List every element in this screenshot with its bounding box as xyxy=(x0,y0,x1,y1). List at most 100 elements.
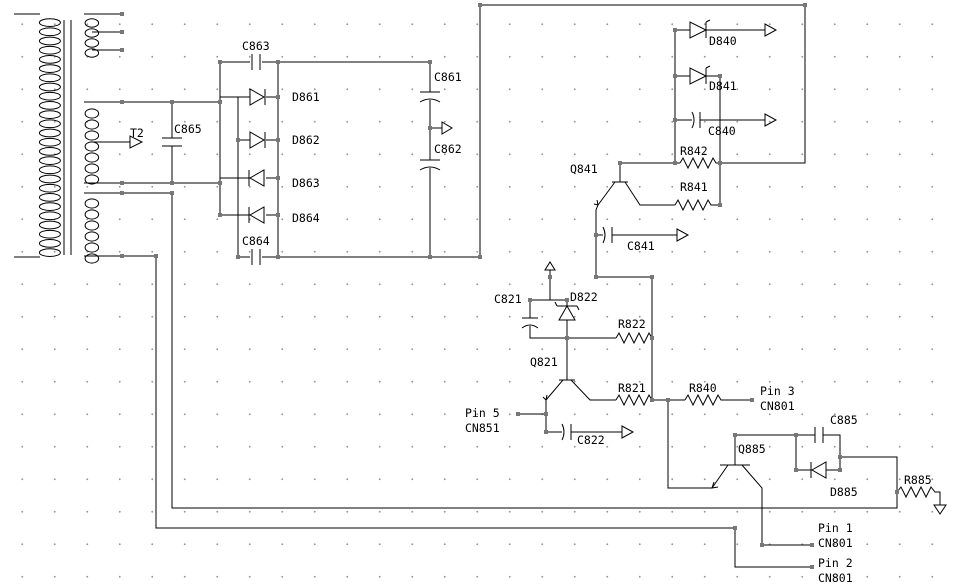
primary-winding xyxy=(38,18,61,257)
label-q821: Q821 xyxy=(530,355,558,369)
junction-dot xyxy=(794,433,798,437)
junction-dot xyxy=(666,398,670,402)
junction-dot xyxy=(733,526,737,530)
junction-dot xyxy=(760,543,764,547)
label-d822: D822 xyxy=(570,290,598,304)
label-r821: R821 xyxy=(618,381,646,395)
junction-dot xyxy=(718,203,722,207)
junction-dot xyxy=(218,60,222,64)
label-pin5: Pin 5 xyxy=(465,406,500,420)
diode-d841 xyxy=(689,65,711,85)
regulator-q821 xyxy=(518,261,653,441)
junction-dot xyxy=(544,430,548,434)
label-r841: R841 xyxy=(680,180,708,194)
junction-dot xyxy=(650,275,654,279)
junction-dot xyxy=(478,255,482,259)
junction-dot xyxy=(673,118,677,122)
capacitor-c865 xyxy=(162,137,182,147)
ground-symbol xyxy=(544,261,556,271)
label-c865: C865 xyxy=(174,122,202,136)
junction-dot xyxy=(718,161,722,165)
junction-dot xyxy=(594,233,598,237)
label-cn851: CN851 xyxy=(465,421,500,435)
ground-symbol xyxy=(933,504,947,515)
diode-d863 xyxy=(248,169,265,187)
junction-dot xyxy=(276,213,280,217)
label-r842: R842 xyxy=(680,144,708,158)
junction-dot xyxy=(810,543,814,547)
junction-dot xyxy=(170,191,174,195)
label-c885: C885 xyxy=(830,413,858,427)
diode-d864 xyxy=(248,206,265,224)
label-d864: D864 xyxy=(292,211,320,225)
label-d862: D862 xyxy=(292,133,320,147)
secondary-winding-2 xyxy=(84,108,100,185)
junction-dot xyxy=(594,275,598,279)
junction-dot xyxy=(565,298,569,302)
q885-emitter-arrow xyxy=(711,481,719,489)
junction-dot xyxy=(120,48,124,52)
junction-dot xyxy=(838,468,842,472)
label-pin2: Pin 2 xyxy=(818,556,853,570)
label-d840: D840 xyxy=(709,34,737,48)
junction-dot xyxy=(170,181,174,185)
label-pin1: Pin 1 xyxy=(818,521,853,535)
filter-capacitors xyxy=(419,4,806,257)
junction-dot xyxy=(236,255,240,259)
junction-dot xyxy=(276,176,280,180)
label-cn801-a: CN801 xyxy=(760,399,795,413)
junction-dot xyxy=(276,60,280,64)
junction-dot xyxy=(120,254,124,258)
transformer-t2 xyxy=(14,13,122,264)
capacitor-c822 xyxy=(561,423,572,441)
junction-dot xyxy=(276,95,280,99)
junction-dot xyxy=(218,213,222,217)
ground-symbol xyxy=(441,121,453,135)
junction-dot xyxy=(428,60,432,64)
capacitor-c840 xyxy=(691,111,701,129)
junction-dot xyxy=(803,3,807,7)
junction-dot xyxy=(428,255,432,259)
resistor-r821 xyxy=(615,393,653,407)
diode-d861 xyxy=(249,88,266,106)
junction-dot xyxy=(516,412,520,416)
junction-dot xyxy=(895,490,899,494)
label-c822: C822 xyxy=(577,433,605,447)
label-c863: C863 xyxy=(242,39,270,53)
junction-dot xyxy=(673,28,677,32)
labels: C863 D861 D862 D863 D864 C864 C865 T2 C8… xyxy=(130,34,932,585)
label-q841: Q841 xyxy=(570,162,598,176)
junction-dot xyxy=(218,181,222,185)
secondary-winding-1 xyxy=(84,18,100,58)
diode-d862 xyxy=(249,131,266,149)
label-c821: C821 xyxy=(494,292,522,306)
label-t2: T2 xyxy=(130,126,144,140)
diode-d885 xyxy=(810,461,827,479)
capacitor-c864 xyxy=(251,249,261,265)
junction-dot xyxy=(120,191,124,195)
junction-dot xyxy=(794,468,798,472)
label-cn801-b: CN801 xyxy=(818,536,853,550)
junction-dot xyxy=(565,336,569,340)
capacitor-c885 xyxy=(814,427,824,443)
junction-dot xyxy=(673,161,677,165)
junction-dot xyxy=(154,254,158,258)
label-r822: R822 xyxy=(618,317,646,331)
junction-dot xyxy=(276,255,280,259)
label-r885: R885 xyxy=(904,473,932,487)
label-c862: C862 xyxy=(434,142,462,156)
ground-symbol xyxy=(764,113,778,127)
secondary-winding-3 xyxy=(84,198,100,264)
label-c840: C840 xyxy=(708,124,736,138)
label-r840: R840 xyxy=(689,381,717,395)
junction-dot xyxy=(650,398,654,402)
junction-dot xyxy=(718,74,722,78)
junction-dot xyxy=(428,126,432,130)
label-pin3: Pin 3 xyxy=(760,384,795,398)
regulator-q841 xyxy=(593,19,778,400)
junction-dot xyxy=(650,336,654,340)
capacitor-c861 xyxy=(419,91,441,103)
ground-symbol xyxy=(764,23,778,37)
